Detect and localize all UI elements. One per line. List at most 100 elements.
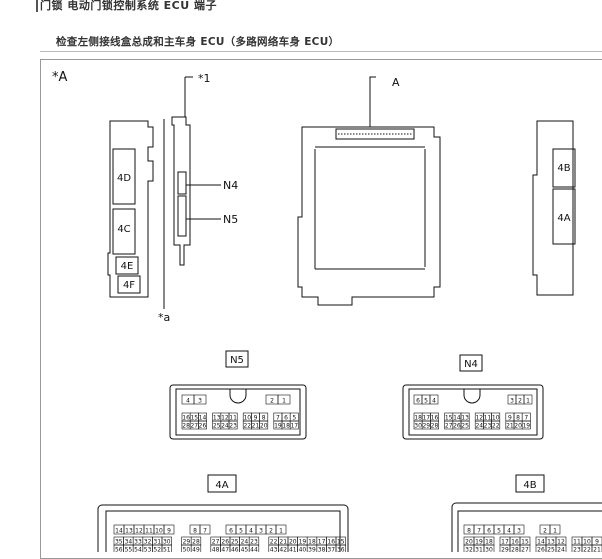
n4-pin-label: 13 bbox=[461, 415, 469, 422]
c4b-pin-label: 26 bbox=[537, 547, 545, 553]
c4b-pin-21 bbox=[591, 544, 602, 552]
n5-pin-26 bbox=[198, 420, 207, 430]
c4a-pin-label: 51 bbox=[163, 547, 171, 553]
c4b-pin-label: 8 bbox=[467, 528, 471, 535]
leader-line-1 bbox=[184, 76, 193, 117]
c4a-pin-label: 32 bbox=[144, 539, 152, 546]
c4a-pin-label: 54 bbox=[134, 547, 142, 553]
c4a-pin-label: 13 bbox=[125, 528, 133, 535]
c4a-pin-51 bbox=[161, 544, 172, 552]
c4b-pin-27 bbox=[519, 544, 531, 552]
c4a-pin-36 bbox=[335, 544, 346, 552]
c4a-pin-label: 23 bbox=[250, 539, 258, 546]
figure-frame bbox=[40, 59, 602, 559]
c4a-pin-9 bbox=[163, 524, 175, 535]
n4-pin-label: 5 bbox=[424, 398, 428, 405]
n5-pin-label: 4 bbox=[186, 398, 190, 405]
n4-pin-label: 19 bbox=[522, 423, 530, 430]
n4-pin-label: 6 bbox=[416, 398, 420, 405]
c4a-pin-label: 30 bbox=[163, 539, 171, 546]
c4a-pin-label: 5 bbox=[239, 528, 243, 535]
c4a-pin-label: 16 bbox=[327, 539, 335, 546]
c4a-pin-label: 31 bbox=[153, 539, 161, 546]
n5-pin-label: 15 bbox=[190, 415, 198, 422]
n4-pin-25 bbox=[460, 420, 470, 430]
c4b-pin-label: 1 bbox=[553, 528, 557, 535]
n5-pin-label: 8 bbox=[262, 415, 266, 422]
n4-pin-label: 9 bbox=[508, 415, 512, 422]
n5-pin-label: 20 bbox=[260, 423, 268, 430]
c4a-pin-label: 6 bbox=[229, 528, 233, 535]
c4b-pin-label: 30 bbox=[485, 547, 493, 553]
c4b-pin-label: 10 bbox=[583, 539, 591, 546]
c4b-pin-label: 2 bbox=[543, 528, 547, 535]
n5-pin-label: 10 bbox=[243, 415, 251, 422]
c4a-pin-label: 56 bbox=[115, 547, 123, 553]
n5-pin-label: 5 bbox=[292, 415, 296, 422]
n4-connector-housing bbox=[402, 384, 544, 440]
c4b-pin-label: 4 bbox=[507, 528, 511, 535]
section-title: 检查左侧接线盒总成和主车身 ECU（多路网络车身 ECU） bbox=[56, 36, 340, 48]
c4a-pin-label: 36 bbox=[337, 547, 345, 553]
n4-pin-label: 24 bbox=[475, 423, 483, 430]
c4a-pin-label: 26 bbox=[221, 539, 229, 546]
c4a-pin-label: 48 bbox=[212, 547, 220, 553]
n5-pin-17 bbox=[289, 420, 299, 430]
n4-pin-1 bbox=[523, 394, 533, 405]
view-label: *A bbox=[52, 70, 68, 85]
label-4d: 4D bbox=[117, 173, 131, 184]
c4a-pin-label: 20 bbox=[289, 539, 297, 546]
c4a-pin-label: 7 bbox=[203, 528, 207, 535]
n4-pin-label: 15 bbox=[445, 415, 453, 422]
c4a-pin-label: 21 bbox=[279, 539, 287, 546]
n4-pin-label: 17 bbox=[422, 415, 430, 422]
c4a-pin-label: 28 bbox=[192, 539, 200, 546]
c4a-pin-label: 14 bbox=[115, 528, 123, 535]
n4-pin-label: 12 bbox=[475, 415, 483, 422]
c4b-pin-label: 29 bbox=[501, 547, 509, 553]
n4-pin-label: 27 bbox=[445, 423, 453, 430]
label-4c: 4C bbox=[117, 224, 130, 235]
c4b-pin-label: 27 bbox=[521, 547, 529, 553]
connector-4f-box bbox=[117, 275, 141, 294]
c4a-pin-label: 2 bbox=[269, 528, 273, 535]
callout-a: *a bbox=[158, 311, 170, 324]
c4b-pin-label: 22 bbox=[583, 547, 591, 553]
c4a-pin-label: 10 bbox=[155, 528, 163, 535]
label-4b: 4B bbox=[557, 163, 570, 174]
c4b-pin-label: 18 bbox=[485, 539, 493, 546]
c4a-pin-label: 29 bbox=[183, 539, 191, 546]
n5-pin-label: 18 bbox=[282, 423, 290, 430]
c4b-pin-label: 19 bbox=[475, 539, 483, 546]
c4a-pin-label: 27 bbox=[212, 539, 220, 546]
callout-1: *1 bbox=[198, 72, 211, 85]
n5-label: N5 bbox=[230, 355, 244, 366]
c4b-pin-label: 3 bbox=[517, 528, 521, 535]
n5-pin-label: 21 bbox=[252, 423, 260, 430]
c4a-pin-label: 47 bbox=[221, 547, 229, 553]
c4a-pin-label: 41 bbox=[289, 547, 297, 553]
c4a-pin-label: 24 bbox=[241, 539, 249, 546]
c4b-pin-label: 23 bbox=[573, 547, 581, 553]
n5-pin-label: 3 bbox=[198, 398, 202, 405]
c4a-pin-label: 53 bbox=[144, 547, 152, 553]
n5-pin-label: 19 bbox=[274, 423, 282, 430]
c4b-pin-30 bbox=[483, 544, 495, 552]
c4b-pin-label: 17 bbox=[501, 539, 509, 546]
main-body-ecu-outline bbox=[297, 126, 441, 306]
n5-pin-1 bbox=[277, 394, 291, 405]
n5-pin-label: 16 bbox=[182, 415, 190, 422]
n4-pin-label: 14 bbox=[453, 415, 461, 422]
n5-pin-label: 1 bbox=[282, 398, 286, 405]
c4b-pin-label: 7 bbox=[477, 528, 481, 535]
n5-pin-label: 11 bbox=[229, 415, 237, 422]
n4-pin-label: 16 bbox=[431, 415, 439, 422]
n4-pin-label: 4 bbox=[432, 398, 436, 405]
c4a-connector-face bbox=[105, 510, 341, 552]
c4a-pin-label: 40 bbox=[299, 547, 307, 553]
n4-pin-label: 11 bbox=[484, 415, 492, 422]
n5-pin-label: 14 bbox=[199, 415, 207, 422]
c4a-label: 4A bbox=[215, 480, 228, 491]
n5-pin-20 bbox=[259, 420, 269, 430]
n5-pin-label: 24 bbox=[221, 423, 229, 430]
